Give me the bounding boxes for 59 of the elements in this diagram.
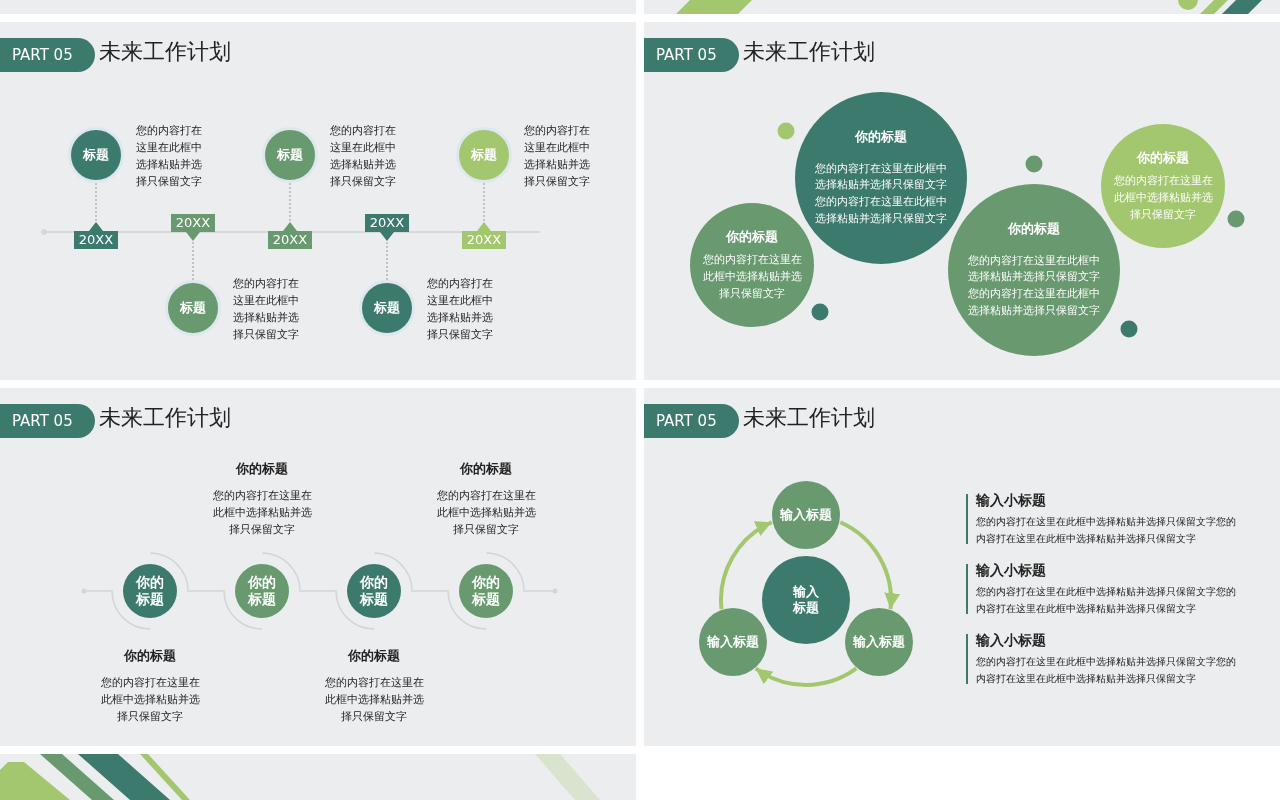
title-circle: 标题 xyxy=(262,127,318,183)
title-circle: 标题 xyxy=(359,280,415,336)
year-tag: 20XX xyxy=(74,222,118,249)
title-circle: 你的标题 您的内容打在这里在此框中选择粘贴并选择只保留文字 xyxy=(690,203,814,327)
description-text: 您的内容打在这里在此框中选择粘贴并选择只保留文字 xyxy=(99,675,201,724)
heading-text: 你的标题 xyxy=(458,461,513,478)
title-circle: 输入标题 xyxy=(762,556,850,644)
slide-title: 未来工作计划 xyxy=(99,38,232,66)
dotted-connector xyxy=(289,182,291,223)
subheading: 输入小标题 xyxy=(976,492,1047,509)
section-badge: PART 05 xyxy=(644,38,739,72)
slide-title: 未来工作计划 xyxy=(743,404,876,432)
description-text: 您的内容打在这里在此框中选择粘贴并选择只保留文字 xyxy=(211,488,313,537)
dotted-connector xyxy=(95,182,97,223)
section-badge: PART 05 xyxy=(0,404,95,438)
slide-panel xyxy=(644,22,1280,380)
cycle-arrow xyxy=(719,520,773,610)
subheading: 输入小标题 xyxy=(976,562,1047,579)
title-circle: 标题 xyxy=(68,127,124,183)
description-text: 您的内容打在这里在此框中选择粘贴并选择只保留文字 xyxy=(524,123,591,190)
body-text: 您的内容打在这里在此框中选择粘贴并选择只保留文字您的内容打在这里在此框中选择粘贴并选择只保留文字 xyxy=(976,585,1237,616)
description-text: 您的内容打在这里在此框中选择粘贴并选择只保留文字 xyxy=(330,123,397,190)
title-circle: 标题 xyxy=(456,127,512,183)
dotted-connector xyxy=(483,182,485,223)
slide-title: 未来工作计划 xyxy=(743,38,876,66)
title-circle: 你的标题 xyxy=(235,564,289,618)
description-text: 您的内容打在这里在此框中选择粘贴并选择只保留文字 xyxy=(233,276,300,343)
year-tag: 20XX xyxy=(268,222,312,249)
year-tag: 20XX xyxy=(365,214,409,241)
title-circle: 输入标题 xyxy=(699,608,767,676)
year-tag: 20XX xyxy=(171,214,215,241)
subheading: 输入小标题 xyxy=(976,632,1047,649)
title-circle: 你的标题 xyxy=(459,564,513,618)
title-circle: 输入标题 xyxy=(845,608,913,676)
title-circle: 标题 xyxy=(165,280,221,336)
slide-title: 未来工作计划 xyxy=(99,404,232,432)
section-badge: PART 05 xyxy=(644,404,739,438)
heading-text: 你的标题 xyxy=(234,461,289,478)
description-text: 您的内容打在这里在此框中选择粘贴并选择只保留文字 xyxy=(323,675,425,724)
section-badge: PART 05 xyxy=(0,38,95,72)
description-text: 您的内容打在这里在此框中选择粘贴并选择只保留文字 xyxy=(136,123,203,190)
heading-text: 你的标题 xyxy=(346,648,401,665)
slide-panel xyxy=(0,22,636,380)
slide-panel xyxy=(644,388,1280,746)
dotted-connector xyxy=(386,240,388,281)
title-circle: 你的标题 xyxy=(347,564,401,618)
slide-panel xyxy=(0,388,636,746)
cycle-arrow xyxy=(839,520,900,610)
description-text: 您的内容打在这里在此框中选择粘贴并选择只保留文字 xyxy=(427,276,494,343)
title-circle: 输入标题 xyxy=(772,481,840,549)
description-text: 您的内容打在这里在此框中选择粘贴并选择只保留文字 xyxy=(435,488,537,537)
body-text: 您的内容打在这里在此框中选择粘贴并选择只保留文字您的内容打在这里在此框中选择粘贴并选择只保留文字 xyxy=(976,655,1237,686)
year-tag: 20XX xyxy=(462,222,506,249)
dotted-connector xyxy=(192,240,194,281)
title-circle: 你的标题 xyxy=(123,564,177,618)
body-text: 您的内容打在这里在此框中选择粘贴并选择只保留文字您的内容打在这里在此框中选择粘贴并选择只保留文字 xyxy=(976,515,1237,546)
cycle-arrow xyxy=(754,666,858,687)
heading-text: 你的标题 xyxy=(122,648,177,665)
title-circle: 你的标题 您的内容打在这里在此框中选择粘贴并选择只保留文字 xyxy=(1101,124,1225,248)
